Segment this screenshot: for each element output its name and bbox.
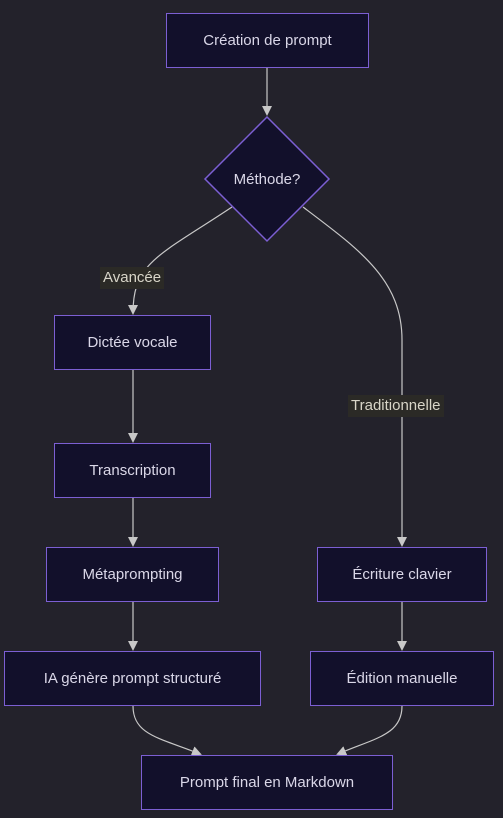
edge-label-avancee: Avancée xyxy=(100,267,165,289)
node-metaprompting: Métaprompting xyxy=(46,547,219,602)
node-edition-manuelle: Édition manuelle xyxy=(310,651,494,706)
node-transcription: Transcription xyxy=(54,443,211,498)
edge-manual-edit-to-final xyxy=(336,705,403,756)
edge-label-traditionnelle: Traditionnelle xyxy=(348,395,444,417)
node-creation-de-prompt: Création de prompt xyxy=(166,13,369,68)
node-dictee-vocale: Dictée vocale xyxy=(54,315,211,370)
node-ecriture-clavier: Écriture clavier xyxy=(317,547,487,602)
node-ia-genere-prompt: IA génère prompt structuré xyxy=(4,651,261,706)
edge-decision-to-keyboard xyxy=(302,206,407,547)
edge-ai-to-final xyxy=(132,705,202,756)
edge-decision-to-dictation xyxy=(128,206,233,315)
node-prompt-final: Prompt final en Markdown xyxy=(141,755,393,810)
node-methode-decision: Méthode? xyxy=(233,170,301,188)
decision-diamond xyxy=(203,115,331,243)
